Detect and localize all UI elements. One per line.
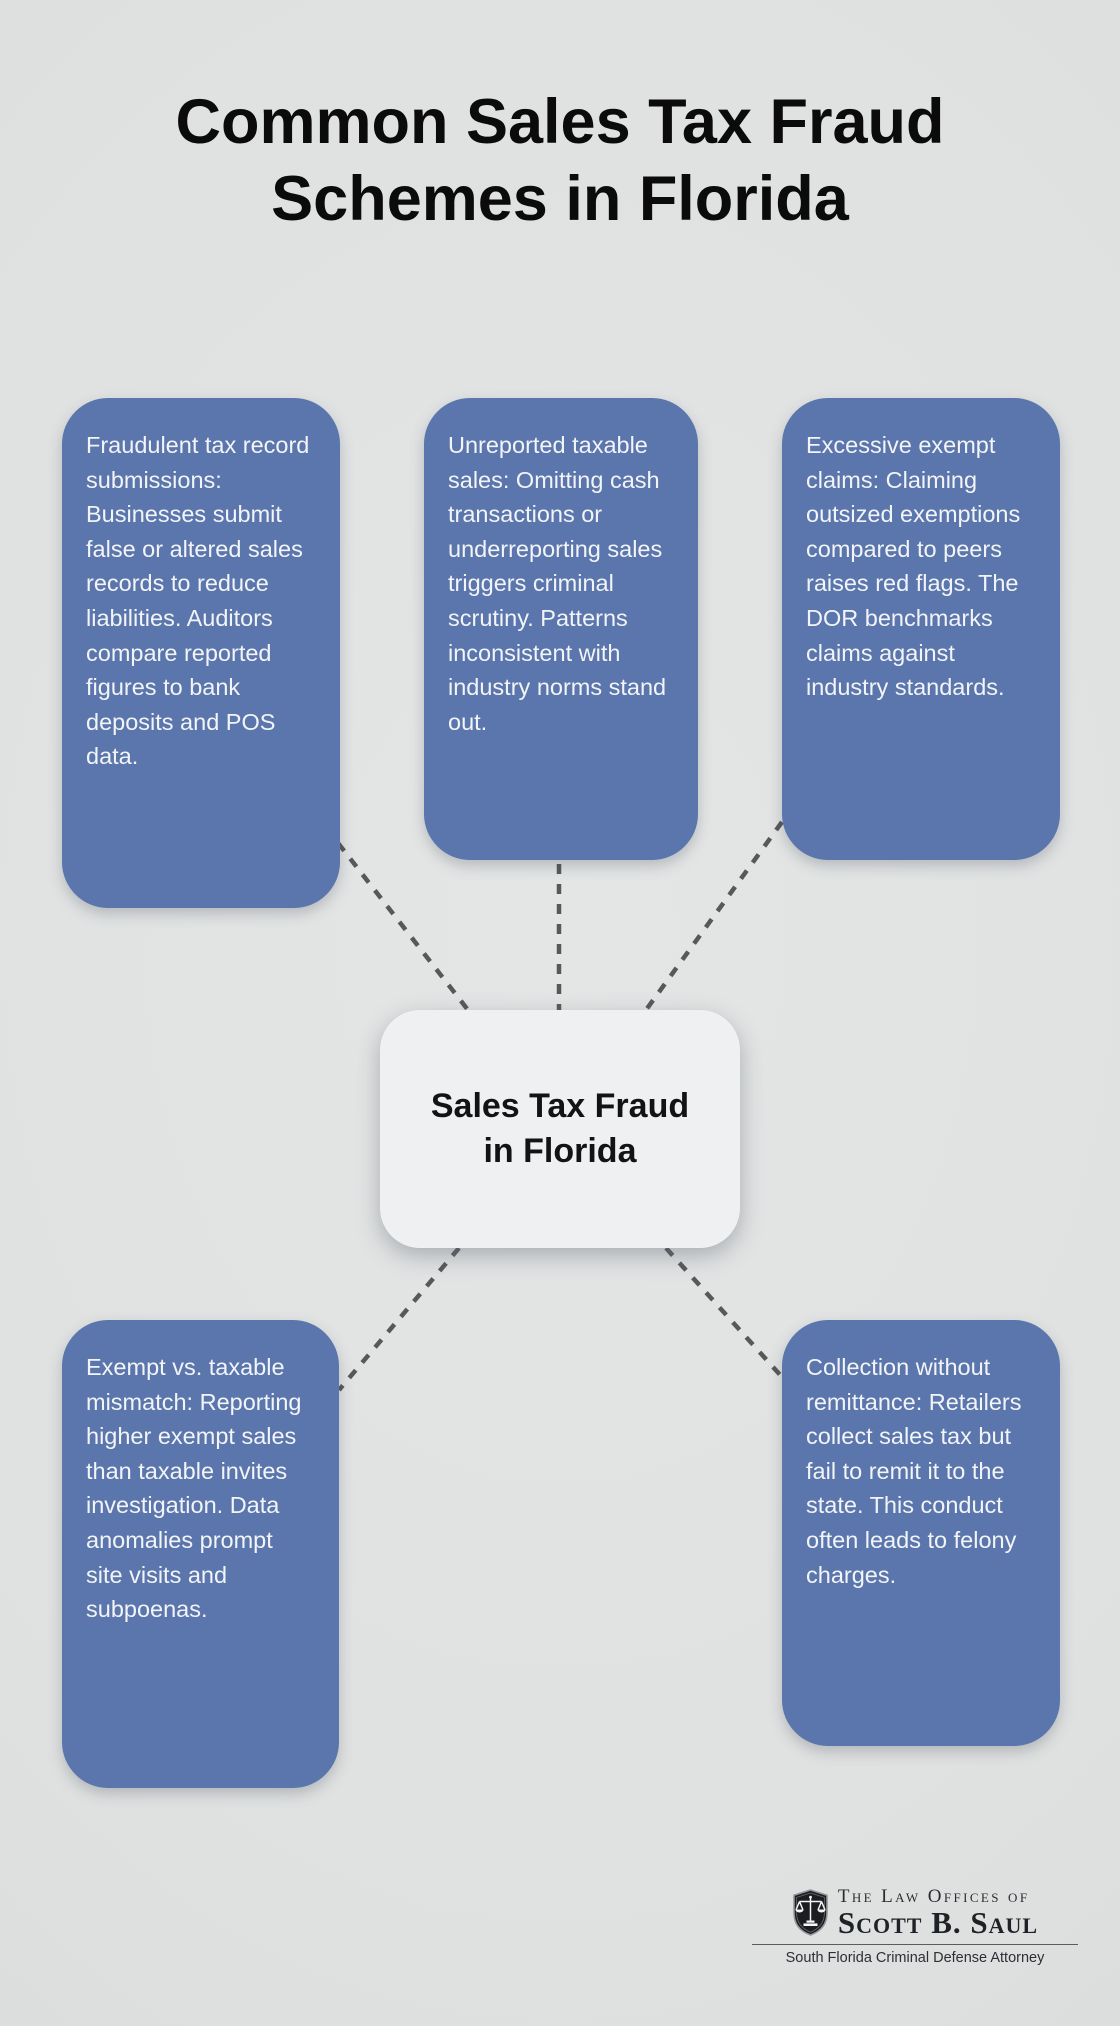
logo-tagline: South Florida Criminal Defense Attorney	[785, 1950, 1045, 1966]
scheme-box-collection-without-remittance: Collection without remittance: Retailers…	[782, 1320, 1060, 1746]
logo-firm-prefix: The Law Offices of	[837, 1886, 1030, 1907]
connector-line-bottom-right	[664, 1246, 784, 1379]
scheme-text: Unreported taxable sales: Omitting cash …	[448, 432, 667, 735]
scheme-box-fraudulent-tax-record-submissions: Fraudulent tax record submissions: Busin…	[62, 398, 340, 908]
scales-of-justice-shield-icon	[793, 1888, 828, 1936]
page-title-line-2: Schemes in Florida	[271, 163, 849, 234]
scheme-text: Exempt vs. taxable mismatch: Reporting h…	[86, 1354, 302, 1623]
law-firm-logo: The Law Offices of Scott B. Saul South F…	[752, 1886, 1078, 1966]
scheme-text: Fraudulent tax record submissions: Busin…	[86, 432, 310, 770]
page-title-line-1: Common Sales Tax Fraud	[175, 87, 945, 157]
scheme-box-excessive-exempt-claims: Excessive exempt claims: Claiming outsiz…	[782, 398, 1060, 860]
central-node: Sales Tax Fraud in Florida	[380, 1010, 740, 1248]
logo-firm-name: Scott B. Saul	[837, 1905, 1039, 1940]
central-node-label-line-2: in Florida	[483, 1132, 637, 1170]
logo-divider	[752, 1944, 1078, 1945]
central-node-label: Sales Tax Fraud in Florida	[431, 1084, 689, 1174]
logo-row: The Law Offices of Scott B. Saul	[752, 1886, 1078, 1938]
connector-line-top-left	[336, 841, 470, 1012]
connector-line-bottom-left	[337, 1246, 461, 1392]
scheme-box-exempt-vs-taxable-mismatch: Exempt vs. taxable mismatch: Reporting h…	[62, 1320, 339, 1788]
scheme-box-unreported-taxable-sales: Unreported taxable sales: Omitting cash …	[424, 398, 698, 860]
central-node-label-line-1: Sales Tax Fraud	[430, 1086, 690, 1125]
logo-text: The Law Offices of Scott B. Saul	[838, 1886, 1038, 1938]
scheme-text: Excessive exempt claims: Claiming outsiz…	[806, 432, 1021, 701]
scheme-text: Collection without remittance: Retailers…	[806, 1354, 1022, 1588]
